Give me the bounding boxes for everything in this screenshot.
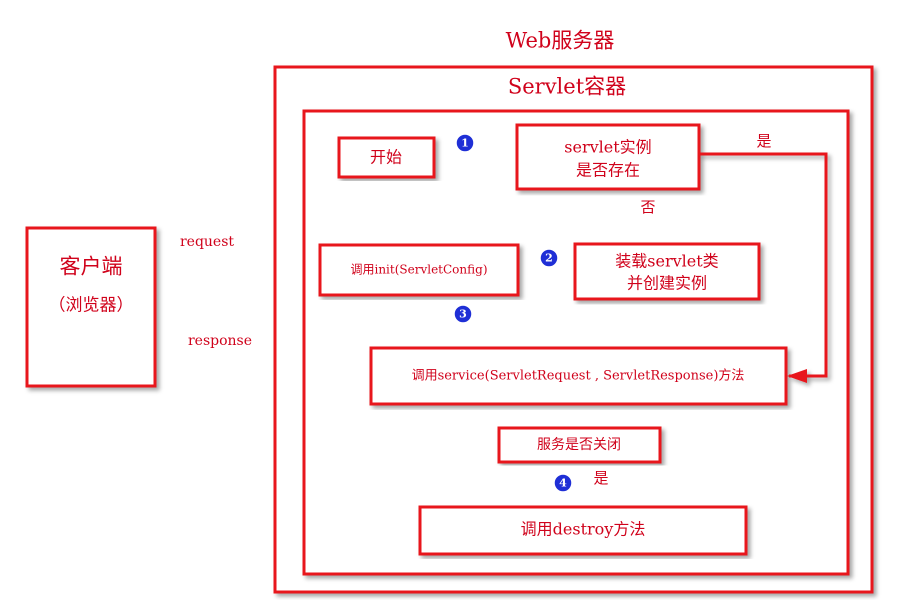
load-class-label-2: 并创建实例 (627, 274, 707, 293)
edge-exists-to-service (699, 152, 828, 383)
svg-text:4: 4 (559, 477, 567, 490)
yes-label-bottom: 是 (593, 469, 608, 487)
response-label: response (188, 333, 252, 349)
step-badge-2: 2 (539, 248, 559, 268)
client-sublabel: （浏览器） (49, 296, 134, 316)
service-node (369, 346, 788, 406)
svg-text:1: 1 (461, 137, 469, 150)
load-class-node (573, 242, 761, 301)
no-label: 否 (640, 198, 655, 216)
step-badge-1: 1 (455, 133, 475, 153)
instance-exists-label-1: servlet实例 (564, 138, 651, 157)
client-label: 客户端 (60, 255, 123, 279)
servlet-container-title: Servlet容器 (508, 75, 626, 99)
shutdown-check-label: 服务是否关闭 (537, 437, 621, 453)
svg-text:3: 3 (459, 308, 467, 321)
instance-exists-node (515, 123, 701, 191)
client-box (25, 226, 157, 388)
start-node (337, 136, 436, 179)
web-server-title: Web服务器 (506, 29, 615, 53)
instance-exists-label-2: 是否存在 (576, 161, 640, 180)
step-badge-3: 3 (453, 304, 473, 324)
svg-text:2: 2 (545, 252, 553, 265)
yes-label-top: 是 (756, 132, 771, 150)
destroy-node (418, 505, 748, 556)
start-label: 开始 (370, 148, 402, 167)
load-class-label-1: 装载servlet类 (615, 252, 718, 271)
step-badge-4: 4 (553, 473, 573, 493)
init-label: 调用init(ServletConfig) (350, 263, 487, 277)
destroy-label: 调用destroy方法 (521, 520, 646, 539)
init-node (318, 243, 520, 297)
service-label: 调用service(ServletRequest , ServletRespon… (412, 368, 745, 384)
request-label: request (180, 234, 234, 250)
